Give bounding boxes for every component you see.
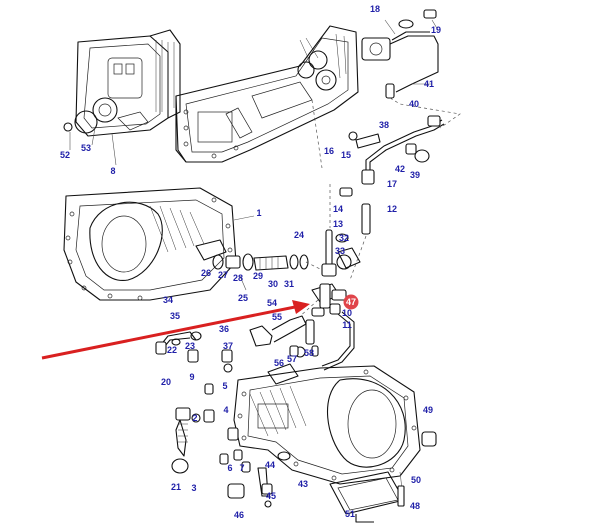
top-right-pipe-assembly (348, 9, 461, 185)
callout-35: 35 (170, 311, 180, 321)
callout-18: 18 (370, 4, 380, 14)
middle-left-housing (63, 187, 255, 301)
callout-53: 53 (81, 143, 91, 153)
callout-24: 24 (294, 230, 304, 240)
callout-5: 5 (222, 381, 227, 391)
callout-2: 2 (192, 413, 197, 423)
callout-23: 23 (185, 341, 195, 351)
callout-17: 17 (387, 179, 397, 189)
callout-39: 39 (410, 170, 420, 180)
callout-15: 15 (341, 150, 351, 160)
callout-29: 29 (253, 271, 263, 281)
callout-55: 55 (272, 312, 282, 322)
callout-32: 32 (339, 233, 349, 243)
callout-16: 16 (324, 146, 334, 156)
callout-26: 26 (201, 268, 211, 278)
callout-48: 48 (410, 501, 420, 511)
callout-36: 36 (219, 324, 229, 334)
callout-37: 37 (223, 341, 233, 351)
callout-1: 1 (256, 208, 261, 218)
callout-47: 47 (346, 297, 356, 307)
shaft-parts-row (212, 253, 323, 291)
callout-54: 54 (267, 298, 277, 308)
callout-51: 51 (345, 509, 355, 519)
top-left-housing (63, 29, 181, 166)
callout-57: 57 (287, 354, 297, 364)
callout-27: 27 (218, 270, 228, 280)
callout-40: 40 (409, 99, 419, 109)
callout-19: 19 (431, 25, 441, 35)
callout-30: 30 (268, 279, 278, 289)
callout-45: 45 (266, 491, 276, 501)
left-fittings (155, 299, 319, 474)
callout-12: 12 (387, 204, 397, 214)
callout-52: 52 (60, 150, 70, 160)
callout-33: 33 (335, 246, 345, 256)
callout-20: 20 (161, 377, 171, 387)
central-valve-cluster (305, 184, 371, 371)
callout-50: 50 (411, 475, 421, 485)
callout-10: 10 (342, 308, 352, 318)
callout-42: 42 (395, 164, 405, 174)
callout-4: 4 (223, 405, 228, 415)
bottom-housing (219, 345, 437, 523)
callout-44: 44 (265, 460, 275, 470)
callout-8: 8 (110, 166, 115, 176)
highlight-badge (343, 294, 359, 310)
callout-6: 6 (227, 463, 232, 473)
callout-3: 3 (191, 483, 196, 493)
callout-11: 11 (342, 320, 352, 330)
callout-9: 9 (189, 372, 194, 382)
callout-28: 28 (233, 273, 243, 283)
callout-21: 21 (171, 482, 181, 492)
callout-38: 38 (379, 120, 389, 130)
callout-22: 22 (167, 345, 177, 355)
callout-49: 49 (423, 405, 433, 415)
callout-31: 31 (284, 279, 294, 289)
callout-14: 14 (333, 204, 343, 214)
callout-13: 13 (333, 219, 343, 229)
callout-43: 43 (298, 479, 308, 489)
callout-56: 56 (274, 358, 284, 368)
callout-41: 41 (424, 79, 434, 89)
callout-34: 34 (163, 295, 173, 305)
highlight-arrow (41, 300, 310, 360)
callout-58: 58 (304, 348, 314, 358)
callout-25: 25 (238, 293, 248, 303)
callout-7: 7 (239, 463, 244, 473)
callout-46: 46 (234, 510, 244, 520)
top-center-housing (175, 25, 359, 169)
